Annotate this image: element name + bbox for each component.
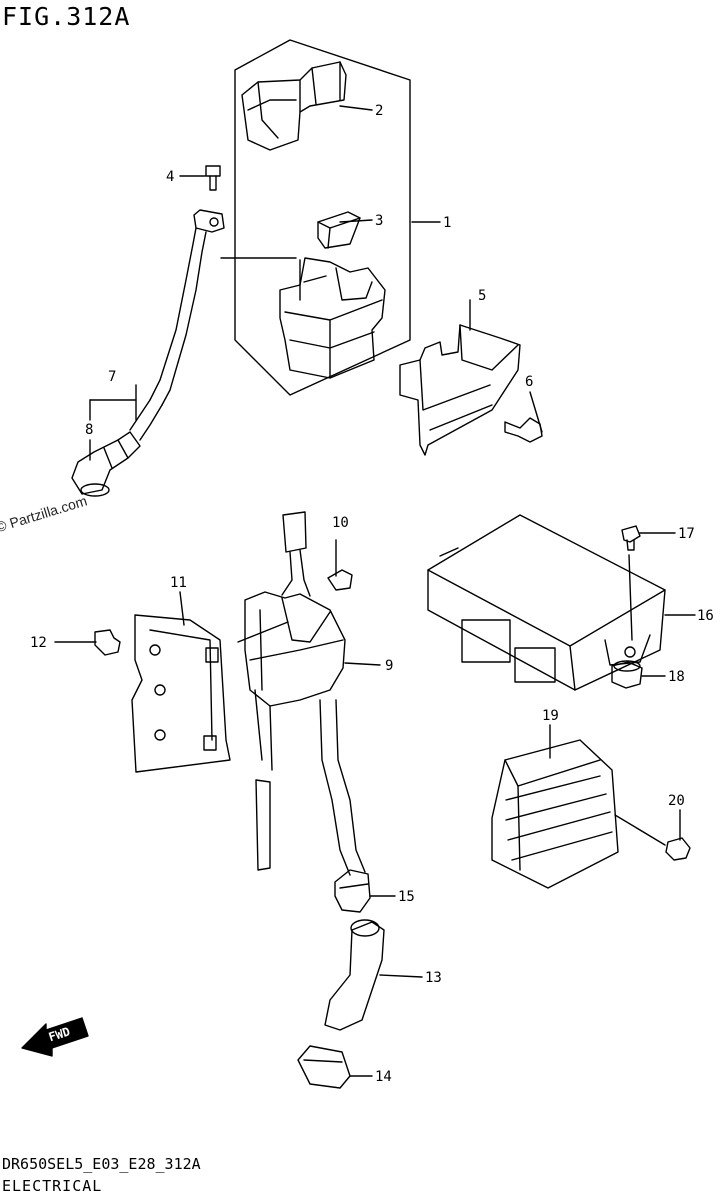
section-name: ELECTRICAL [2,1177,103,1195]
fwd-direction-arrow: FWD [21,1017,89,1057]
coil-bracket [131,614,231,773]
figure-title: FIG.312A [2,2,131,31]
callout-2: 2 [375,103,383,119]
callout-17: 17 [678,526,695,542]
relay-cover [241,61,347,151]
callout-16: 16 [697,608,714,624]
terminal-boot [71,431,141,497]
screw-20 [665,837,691,861]
callout-20: 20 [668,793,685,809]
screw-17 [621,525,641,551]
callout-12: 12 [30,635,47,651]
callout-11: 11 [170,575,187,591]
relay-lead-wire [129,209,225,441]
callout-13: 13 [425,970,442,986]
callout-10: 10 [332,515,349,531]
ecm-unit [427,514,666,691]
ignition-coil [244,511,366,876]
callout-1: 1 [443,215,451,231]
fuse [317,211,361,249]
plug-cap-13 [324,919,385,1031]
relay-bracket [399,324,521,456]
bolt-12 [94,629,121,656]
leader-lines [54,105,696,1077]
callout-9: 9 [385,658,393,674]
callout-18: 18 [668,669,685,685]
callout-6: 6 [525,374,533,390]
callout-4: 4 [166,169,174,185]
callout-numbers: 1 2 3 4 5 6 7 8 9 10 11 12 13 14 15 16 1… [30,103,714,1085]
callout-15: 15 [398,889,415,905]
regulator-rectifier [491,739,619,889]
fwd-label: FWD [47,1024,72,1044]
relay-assembly-frame [234,39,411,396]
bolt-6 [504,417,543,443]
terminal-cap-15 [334,869,371,913]
callout-14: 14 [375,1069,392,1085]
callout-7: 7 [108,369,116,385]
callout-19: 19 [542,708,559,724]
nut-10 [327,569,353,591]
callout-8: 8 [85,422,93,438]
model-code: DR650SEL5_E03_E28_312A [2,1155,201,1173]
callout-3: 3 [375,213,383,229]
starter-relay [279,257,386,379]
bolt-4 [205,165,221,191]
grommet-18 [611,660,643,689]
callout-5: 5 [478,288,486,304]
seal-14 [297,1045,351,1089]
